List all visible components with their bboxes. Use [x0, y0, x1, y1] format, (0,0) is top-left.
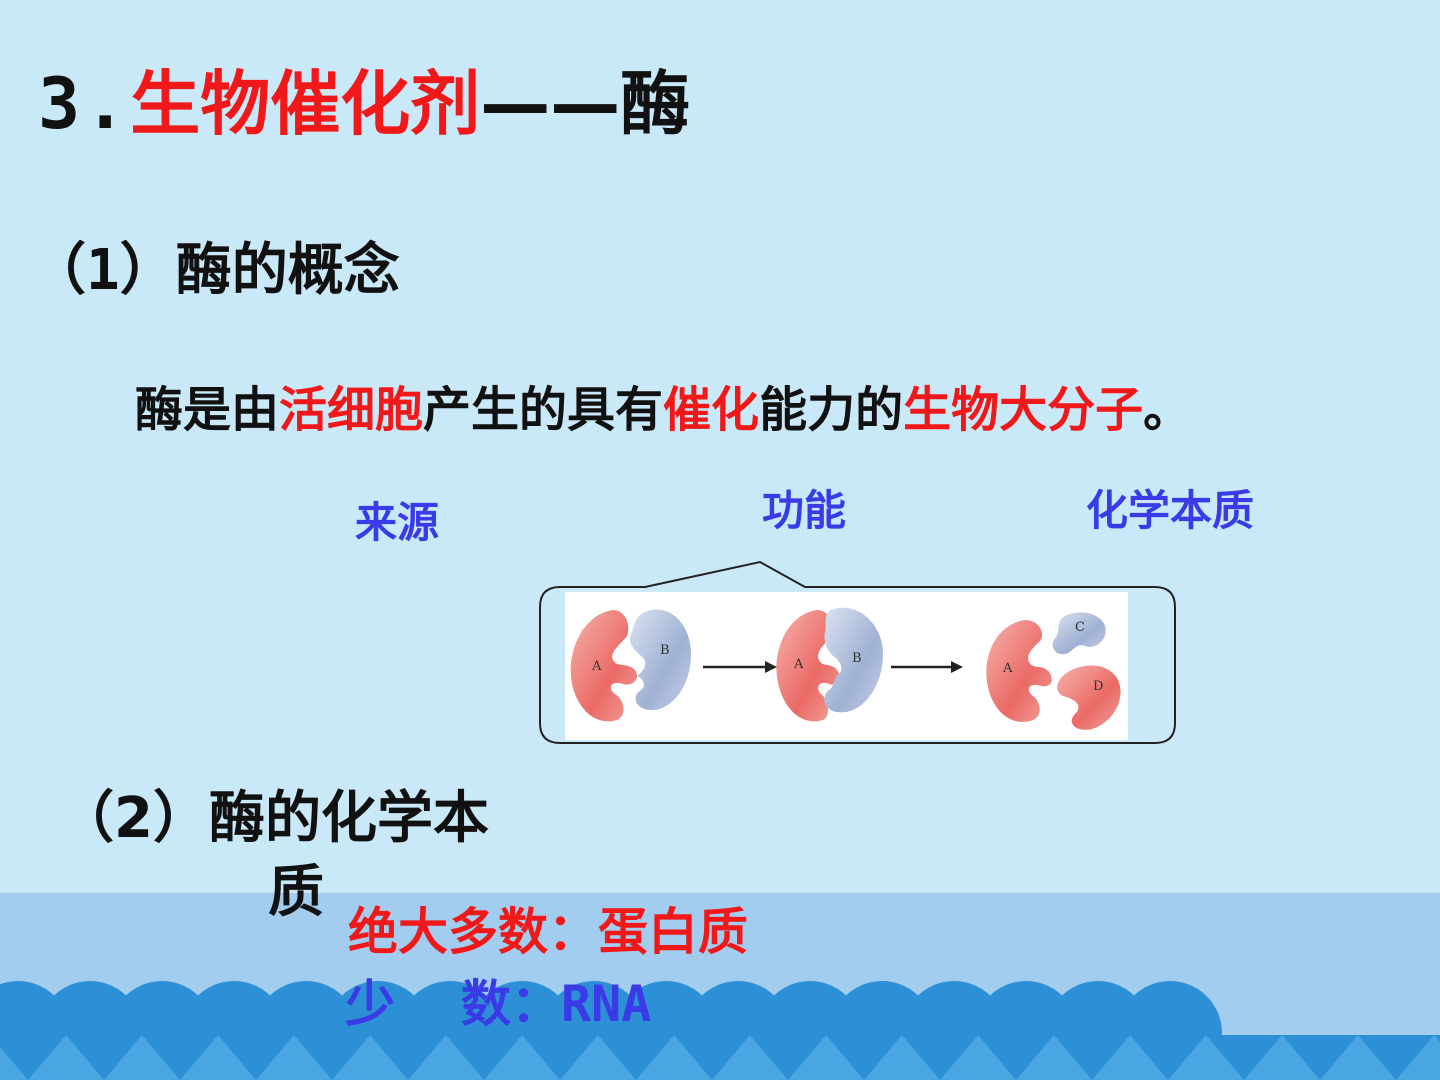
wave-triangle [826, 1035, 902, 1080]
section2-heading-wrap: 质 [268, 860, 324, 925]
wave-triangle [142, 1035, 218, 1080]
definition-highlight: 活细胞 [279, 382, 424, 438]
section2-number: 2 [114, 786, 153, 851]
title-number: 3. [38, 63, 131, 145]
wave-triangles [0, 1035, 1440, 1080]
fig-label-d: D [1093, 679, 1103, 694]
definition-part: 能力的 [759, 382, 904, 438]
fig-label-b: B [852, 651, 862, 666]
wave-triangle [218, 1035, 294, 1080]
fig-label-a: A [793, 657, 804, 672]
wave-triangle [978, 1035, 1054, 1080]
label-function: 功能 [762, 486, 847, 535]
wave-triangle [598, 1035, 674, 1080]
paren-open: （ [58, 786, 114, 851]
definition-part: 酶是由 [135, 382, 280, 438]
wave-triangle [0, 1035, 66, 1080]
enzyme-a-shape [570, 610, 638, 722]
wave-triangle [750, 1035, 826, 1080]
arrow-head [951, 661, 963, 673]
product-c-shape [1052, 612, 1106, 655]
title-dash: —— [480, 63, 621, 145]
enzyme-reaction-figure: A B A B A C D [565, 592, 1128, 740]
label-source: 来源 [355, 498, 440, 547]
fig-label-b: B [660, 643, 670, 658]
wave-triangle [370, 1035, 446, 1080]
enzyme-a-shape [776, 610, 840, 722]
section1-number: 1 [86, 238, 120, 303]
enzyme-a-shape [986, 620, 1052, 722]
section1-heading: （1）酶的概念 [30, 236, 400, 306]
section1-text: 酶的概念 [175, 238, 400, 303]
fig-label-c: C [1075, 620, 1085, 635]
substrate-b-shape [824, 607, 883, 713]
answer-label: 数： [461, 975, 561, 1033]
section2-text: 酶的化学本 [208, 786, 489, 851]
wave-triangle [1358, 1035, 1434, 1080]
product-d-shape [1057, 665, 1121, 730]
paren-close: ） [119, 238, 176, 303]
paren-open: （ [30, 238, 86, 303]
answer-label: 绝大多数： [348, 903, 598, 961]
definition-part: 。 [1143, 382, 1192, 438]
section2-heading: （2）酶的化学本 [58, 786, 489, 852]
wave-triangle [1206, 1035, 1282, 1080]
answer-minority: 少 数：RNA [345, 972, 651, 1036]
label-chemical-nature: 化学本质 [1086, 486, 1255, 535]
fig-label-a: A [591, 659, 602, 674]
wave-triangle [902, 1035, 978, 1080]
wave-triangle [1282, 1035, 1358, 1080]
substrate-b-shape [629, 609, 691, 711]
definition-highlight: 催化 [663, 382, 760, 438]
title-tail: 酶 [620, 63, 691, 145]
wave-triangle [294, 1035, 370, 1080]
answer-value: RNA [561, 975, 652, 1033]
wave-triangle [446, 1035, 522, 1080]
wave-decoration [0, 981, 1440, 1080]
fig-label-a: A [1002, 661, 1013, 676]
wave-triangle [1054, 1035, 1130, 1080]
answer-majority: 绝大多数：蛋白质 [348, 900, 748, 964]
wave-triangle [522, 1035, 598, 1080]
paren-close: ） [152, 786, 209, 851]
answer-label: 少 [345, 975, 395, 1033]
definition-highlight: 生物大分子 [903, 382, 1144, 438]
page-title: 3.生物催化剂——酶 [38, 62, 690, 146]
wave-triangle [66, 1035, 142, 1080]
enzyme-definition: 酶是由活细胞产生的具有催化能力的生物大分子。 [135, 380, 1191, 440]
arrow-head [765, 661, 777, 673]
wave-triangle [674, 1035, 750, 1080]
title-main: 生物催化剂 [130, 63, 481, 145]
definition-part: 产生的具有 [423, 382, 664, 438]
answer-value: 蛋白质 [598, 903, 748, 961]
wave-triangle [1130, 1035, 1206, 1080]
